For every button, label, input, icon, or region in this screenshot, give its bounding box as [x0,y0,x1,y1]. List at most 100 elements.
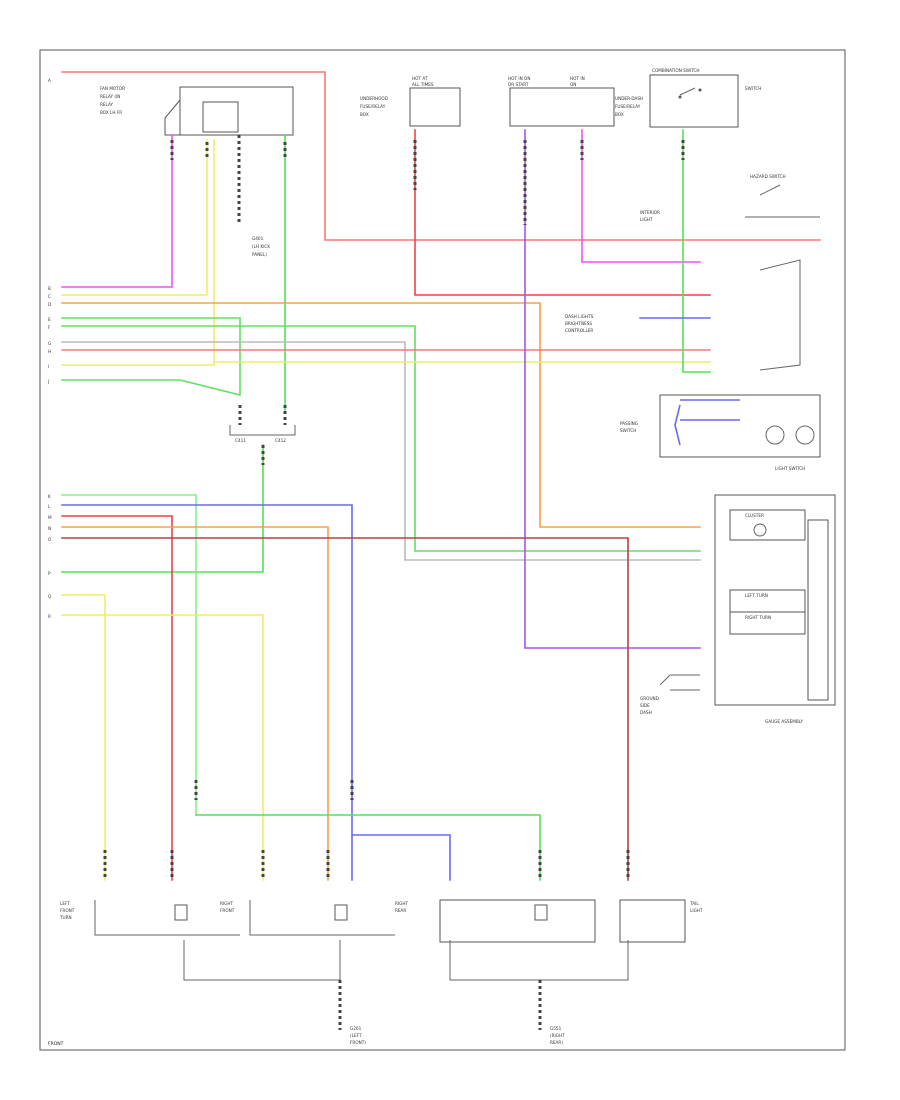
wire-yellow-low-b [61,614,264,881]
ground-buses: G201 (LEFT FRONT) G551 (RIGHT REAR) [183,940,629,1045]
wire-purple [524,129,701,649]
svg-text:I: I [48,364,49,369]
svg-text:ALL TIMES: ALL TIMES [412,82,434,87]
svg-text:(LH KICK: (LH KICK [252,244,270,249]
connector-markers [103,140,685,880]
svg-text:C412: C412 [275,438,286,443]
svg-text:(RIGHT: (RIGHT [550,1033,565,1038]
svg-text:SIDE: SIDE [640,703,650,708]
svg-text:B: B [48,286,51,291]
svg-text:DASH LIGHTS: DASH LIGHTS [565,314,594,319]
light-switch: PASSING SWITCH LIGHT SWITCH [620,394,821,471]
wire-gray [61,341,701,561]
svg-text:FUSE/RELAY: FUSE/RELAY [615,104,641,109]
wire-red-low [61,515,173,881]
turn-switch: DASH LIGHTS BRIGHTNESS CONTROLLER [565,259,801,371]
wire-yellow-low-a [61,594,106,881]
wire-green-b [61,325,701,552]
top-relay-box: FAN MOTOR RELAY (IN RELAY BOX LH FR [100,86,294,136]
svg-text:HAZARD SWITCH: HAZARD SWITCH [750,174,786,179]
svg-text:G201: G201 [350,1026,362,1031]
svg-text:CLUSTER: CLUSTER [745,513,764,518]
wire-green-switch [682,129,711,373]
svg-text:INTERIOR: INTERIOR [640,210,660,215]
svg-text:GAUGE ASSEMBLY: GAUGE ASSEMBLY [765,719,803,724]
wire-magenta-b [581,129,701,263]
svg-text:RELAY (IN: RELAY (IN [100,94,120,99]
wire-blue-low [61,504,353,881]
wire-green-c [61,444,264,573]
wire-green-bottom [195,814,541,881]
svg-text:FRONT: FRONT [220,908,235,913]
svg-text:BOX LH FR: BOX LH FR [100,110,122,115]
svg-text:N: N [48,526,51,531]
wire-orange [61,302,701,528]
wire-yellow-a [61,139,208,296]
bottom-lamps: LEFT FRONT TURN RIGHT FRONT RIGHT REAR T… [59,899,703,943]
svg-text:SWITCH: SWITCH [620,428,636,433]
svg-text:J: J [47,379,49,384]
svg-text:TAIL: TAIL [689,901,699,906]
wire-yellow-b [61,139,215,366]
ground-relay: G401 (LH KICK PANEL) [237,135,270,257]
svg-text:RELAY: RELAY [100,102,114,107]
fuse-box-a: UNDERHOOD FUSE/RELAY BOX HOT AT ALL TIME… [360,76,461,127]
gauge-assembly: CLUSTER LEFT TURN RIGHT TURN GAUGE ASSEM… [640,494,836,724]
svg-text:R: R [48,614,51,619]
svg-text:K: K [48,494,51,499]
wire-pink-top [61,71,821,241]
svg-text:REAR): REAR) [550,1040,563,1045]
svg-text:FUSE/RELAY: FUSE/RELAY [360,104,386,109]
wire-red-a [414,129,711,296]
svg-text:UNDERHOOD: UNDERHOOD [360,96,388,101]
svg-text:BRIGHTNESS: BRIGHTNESS [565,321,592,326]
svg-text:UNDER-DASH: UNDER-DASH [615,96,643,101]
svg-text:L: L [48,504,51,509]
svg-text:BOX: BOX [615,112,624,117]
svg-text:FRONT): FRONT) [350,1040,366,1045]
svg-text:HOT AT: HOT AT [412,76,428,81]
svg-text:G401: G401 [252,236,264,241]
diagram-frame [39,49,846,1051]
wire-darkred-low [61,537,629,881]
svg-text:M: M [48,515,52,520]
svg-text:PASSING: PASSING [620,421,638,426]
wire-blue-bottom [351,834,451,881]
wire-orange-low [61,526,329,881]
svg-text:LIGHT: LIGHT [690,908,703,913]
fuse-box-b: HOT IN ON OR START HOT IN ON UNDER-DASH … [508,76,643,127]
svg-text:HOT IN ON: HOT IN ON [508,76,530,81]
svg-text:DASH: DASH [640,710,652,715]
svg-text:A: A [48,78,51,83]
svg-text:RIGHT: RIGHT [395,901,409,906]
wire-magenta [61,134,173,288]
svg-text:FAN MOTOR: FAN MOTOR [100,86,125,91]
svg-text:LIGHT: LIGHT [640,217,653,222]
svg-text:C: C [48,294,51,299]
svg-text:BOX: BOX [360,112,369,117]
svg-text:D: D [48,302,51,307]
svg-text:SWITCH: SWITCH [745,86,761,91]
svg-text:Q: Q [48,594,52,599]
switch-box-top-right: COMBINATION SWITCH SWITCH [649,68,761,128]
hazard-switch: HAZARD SWITCH INTERIOR LIGHT [640,174,820,222]
svg-text:E: E [48,317,51,322]
svg-text:COMBINATION SWITCH: COMBINATION SWITCH [652,68,700,73]
left-edge-pins: A B C D E F G H I J K L M N O P Q R [47,78,52,619]
wire-green-a [61,317,241,397]
svg-text:TURN: TURN [59,915,72,920]
wire-green-low [61,494,197,816]
svg-text:(LEFT: (LEFT [350,1033,362,1038]
svg-text:ON: ON [570,82,576,87]
page-id: FRONT [48,1041,64,1047]
svg-text:CONTROLLER: CONTROLLER [565,328,593,333]
svg-text:REAR: REAR [395,908,406,913]
svg-text:O: O [48,537,52,542]
svg-text:LIGHT SWITCH: LIGHT SWITCH [775,466,805,471]
svg-text:RIGHT: RIGHT [220,901,234,906]
svg-text:PANEL): PANEL) [252,252,267,257]
svg-text:C411: C411 [235,438,246,443]
svg-text:GROUND: GROUND [640,696,659,701]
svg-text:P: P [48,571,51,576]
